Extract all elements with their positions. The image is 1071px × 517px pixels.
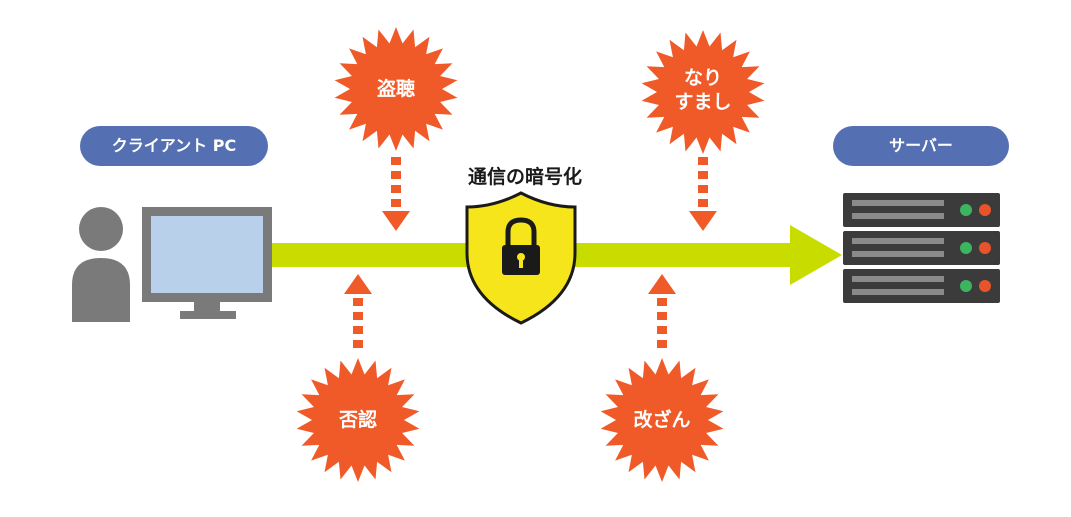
threat-label-eavesdropping: 盗聴 xyxy=(376,78,415,100)
threat-arrow-repudiation xyxy=(344,274,372,348)
threat-arrow-spoofing xyxy=(689,157,717,231)
threat-label-tampering: 改ざん xyxy=(633,409,691,431)
server-label: サーバー xyxy=(833,126,1009,166)
threat-label-spoofing-line1: なり xyxy=(683,67,722,89)
threat-label-spoofing: なり すまし xyxy=(658,66,748,114)
client-pc-icon xyxy=(72,207,272,322)
monitor-icon xyxy=(142,207,272,319)
threat-arrow-tampering xyxy=(648,274,676,348)
user-icon xyxy=(72,207,130,322)
threat-label-repudiation: 否認 xyxy=(338,409,377,431)
threat-arrow-eavesdropping xyxy=(382,157,410,231)
encryption-label: 通信の暗号化 xyxy=(467,166,582,188)
shield-lock-icon xyxy=(465,191,577,325)
server-icon xyxy=(843,193,1000,303)
threat-label-spoofing-line2: すまし xyxy=(674,91,732,113)
client-pc-label: クライアント PC xyxy=(80,126,268,166)
